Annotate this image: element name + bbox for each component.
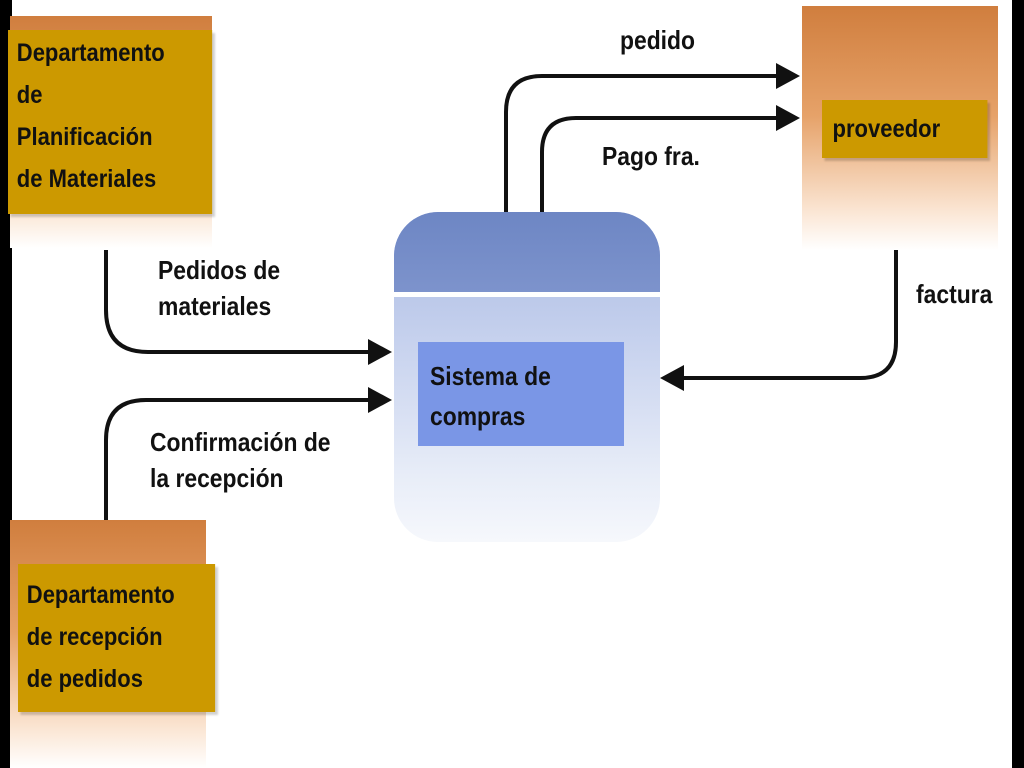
arrowhead-materials-orders <box>368 339 392 365</box>
planning-department-label: Departamento de Planificación de Materia… <box>8 30 213 214</box>
label-line: de <box>16 81 43 109</box>
label-line: Pago fra. <box>602 141 700 171</box>
label-line: de recepción <box>26 623 163 651</box>
label-line: Departamento <box>26 581 175 609</box>
label-line: materiales <box>158 291 272 321</box>
label-line: proveedor <box>832 115 941 143</box>
flow-line-order <box>504 74 776 212</box>
arrowhead-reception-confirmation <box>368 387 392 413</box>
flow-line-invoice <box>684 250 898 380</box>
process-label: Sistema de compras <box>418 342 624 446</box>
reception-department-label: Departamento de recepción de pedidos <box>18 564 216 712</box>
flow-label-reception-confirmation: Confirmación de la recepción <box>150 424 331 496</box>
arrowhead-invoice <box>660 365 684 391</box>
supplier-label: proveedor <box>822 100 988 158</box>
label-line: Departamento <box>16 39 165 67</box>
flow-label-invoice: factura <box>916 276 992 312</box>
label-line: pedido <box>620 25 695 55</box>
label-line: de pedidos <box>26 665 143 693</box>
label-line: factura <box>916 279 993 309</box>
flow-label-invoice-payment: Pago fra. <box>602 138 700 174</box>
label-line: Pedidos de <box>158 255 281 285</box>
right-edge-bar <box>1012 0 1024 768</box>
arrowhead-order <box>776 63 800 89</box>
label-line: compras <box>430 401 526 431</box>
label-line: Sistema de <box>430 361 551 391</box>
label-line: Planificación <box>16 123 153 151</box>
process-header <box>394 212 660 292</box>
process-divider <box>394 292 660 297</box>
flow-label-materials-orders: Pedidos de materiales <box>158 252 280 324</box>
flow-line-materials-orders <box>104 250 368 354</box>
flow-line-reception-confirmation <box>104 398 368 520</box>
label-line: la recepción <box>150 463 284 493</box>
label-line: Confirmación de <box>150 427 331 457</box>
label-line: de Materiales <box>16 165 157 193</box>
arrowhead-invoice-payment <box>776 105 800 131</box>
flow-line-invoice-payment <box>540 116 776 212</box>
flow-label-order: pedido <box>620 22 695 58</box>
